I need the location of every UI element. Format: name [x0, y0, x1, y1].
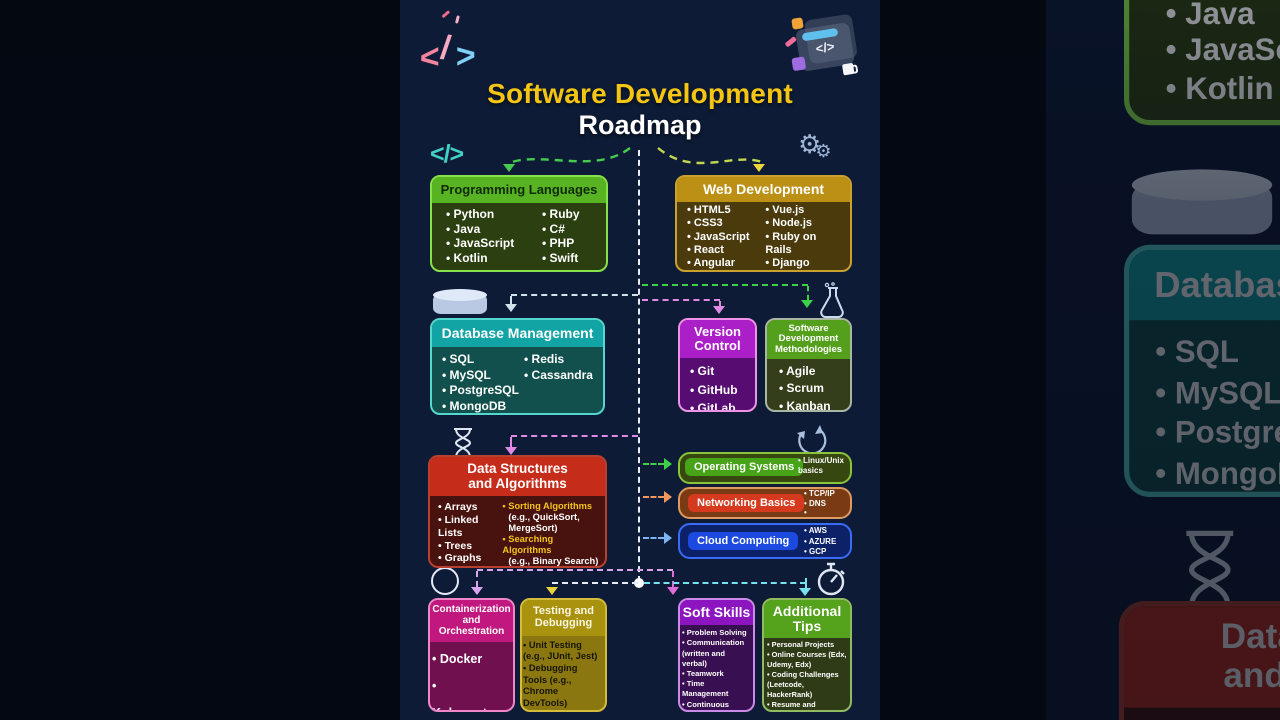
connector-os — [643, 463, 664, 465]
connector-dsa — [511, 435, 638, 437]
connector-net — [643, 496, 664, 498]
arrow-right-net — [664, 491, 672, 503]
net-label: Networking Basics — [688, 494, 805, 512]
vc-items: Git GitHub GitLab — [680, 358, 755, 410]
cloud-label: Cloud Computing — [688, 532, 799, 550]
box-version-control: Version Control Git GitHub GitLab — [678, 318, 757, 412]
box-programming-languages: Programming Languages Python Java JavaSc… — [430, 175, 608, 272]
stopwatch-icon — [817, 562, 845, 596]
connector-cont-drop — [476, 571, 478, 587]
sdm-items: Agile Scrum Kanban — [767, 359, 850, 410]
box-title: Additional Tips — [764, 600, 850, 639]
coffee-mug-icon — [841, 62, 855, 76]
wd-col1: HTML5 CSS3 JavaScript React Angular — [683, 204, 765, 270]
connector-dsa-drop — [510, 437, 512, 447]
box-title: Data Structures and Algorithms — [430, 457, 605, 497]
net-items: TCP/IP DNS HTTP/HTTPS — [804, 489, 850, 517]
flask-icon — [820, 282, 844, 318]
connector-soft-drop — [672, 571, 674, 587]
connector-sdm — [642, 284, 808, 286]
box-database-management: Database Management SQL MySQL PostgreSQL… — [430, 318, 605, 415]
db-col1: SQL MySQL PostgreSQL MongoDB — [438, 352, 524, 413]
box-title: Database Management — [432, 320, 603, 348]
box-cloud-computing: Cloud Computing AWS AZURE GCP — [678, 523, 852, 559]
connector-cloud — [643, 537, 664, 539]
dsa-searching-head: • Searching Algorithms — [502, 534, 554, 556]
box-title: Testing and Debugging — [522, 600, 605, 636]
poster-title-line2: Roadmap — [578, 110, 702, 140]
tips-items: Personal Projects Online Courses (Edx, U… — [764, 638, 850, 710]
os-label: Operating Systems — [685, 458, 804, 476]
box-methodologies: Software Development Methodologies Agile… — [765, 318, 852, 412]
box-soft-skills: Soft Skills Problem Solving Communicatio… — [678, 598, 755, 712]
connector-bottom-upper — [477, 569, 673, 571]
pl-col1: Python Java JavaScript Kotlin — [438, 207, 542, 265]
roadmap-poster: </> </> Software Development Roadmap </>… — [400, 0, 880, 720]
cont-items: Docker Kubernetes — [430, 642, 513, 710]
test-items: Unit Testing (e.g., JUnit, Jest) Debuggi… — [522, 636, 605, 710]
connector-vc-drop — [719, 301, 721, 306]
dsa-searching-detail: (e.g., Binary Search) — [508, 556, 599, 567]
box-networking-basics: Networking Basics TCP/IP DNS HTTP/HTTPS — [678, 487, 852, 519]
dsa-col1: Arrays Linked Lists Trees Graphs — [436, 501, 502, 566]
arrow-right-os — [664, 458, 672, 470]
dsa-col2: • Sorting Algorithms (e.g., QuickSort, M… — [502, 501, 599, 567]
box-title: Web Development — [677, 177, 850, 203]
connector-tips — [644, 582, 806, 584]
gears-icon: ⚙⚙ — [798, 130, 832, 162]
box-title: Soft Skills — [680, 600, 753, 626]
box-additional-tips: Additional Tips Personal Projects Online… — [762, 598, 852, 712]
arrow-down-sdm — [801, 300, 813, 308]
arrow-down-yellow — [753, 164, 765, 172]
cloud-items: AWS AZURE GCP — [804, 526, 837, 557]
box-dsa: Data Structures and Algorithms Arrays Li… — [428, 455, 607, 568]
arrow-down-testing — [546, 587, 558, 595]
junction-dot — [634, 578, 644, 588]
connector-db — [511, 294, 638, 296]
center-spine-line — [638, 150, 640, 582]
db-col2: Redis Cassandra — [524, 352, 593, 413]
box-testing: Testing and Debugging Unit Testing (e.g.… — [520, 598, 607, 712]
arrow-down-containerization — [471, 587, 483, 595]
connector-tips-drop — [805, 578, 807, 588]
os-items: Linux/Unix basics — [798, 456, 850, 477]
arrow-down-soft-skills — [667, 587, 679, 595]
arrow-down-green — [503, 164, 515, 172]
code-tag-icon: </> — [430, 140, 464, 168]
arrow-right-cloud — [664, 532, 672, 544]
arrow-down-db — [505, 304, 517, 312]
dsa-sorting-head: • Sorting Algorithms — [502, 501, 593, 512]
connector-db-drop — [510, 296, 512, 304]
box-title: Version Control — [680, 320, 755, 359]
box-title: Software Development Methodologies — [767, 320, 850, 359]
arrow-down-tips — [799, 588, 811, 596]
database-cylinder-icon — [433, 289, 487, 314]
pl-col2: Ruby C# PHP Swift — [542, 207, 580, 265]
circle-icon — [431, 567, 459, 595]
roadmap-poster: </> </> Software Development Roadmap </>… — [1046, 0, 1280, 720]
arrow-down-dsa — [505, 447, 517, 455]
poster-title-line1: Software Development — [487, 78, 793, 109]
code-editor-3d-icon: </> — [784, 17, 855, 76]
connector-sdm-drop — [807, 286, 809, 300]
box-containerization: Containerization and Orchestration Docke… — [428, 598, 515, 712]
connector-vc — [642, 299, 720, 301]
box-web-development: Web Development HTML5 CSS3 JavaScript Re… — [675, 175, 852, 272]
arrow-down-vc — [713, 306, 725, 314]
dsa-sorting-detail: (e.g., QuickSort, MergeSort) — [508, 512, 580, 534]
connector-testing — [552, 582, 638, 584]
box-operating-systems: Operating Systems Linux/Unix basics — [678, 452, 852, 484]
box-title: Programming Languages — [432, 177, 606, 204]
soft-items: Problem Solving Communication (written a… — [680, 625, 753, 710]
title-connector-lines — [511, 147, 763, 165]
box-title: Containerization and Orchestration — [430, 600, 513, 643]
wd-col2: Vue.js Node.js Ruby on Rails Django Flas… — [765, 204, 844, 270]
